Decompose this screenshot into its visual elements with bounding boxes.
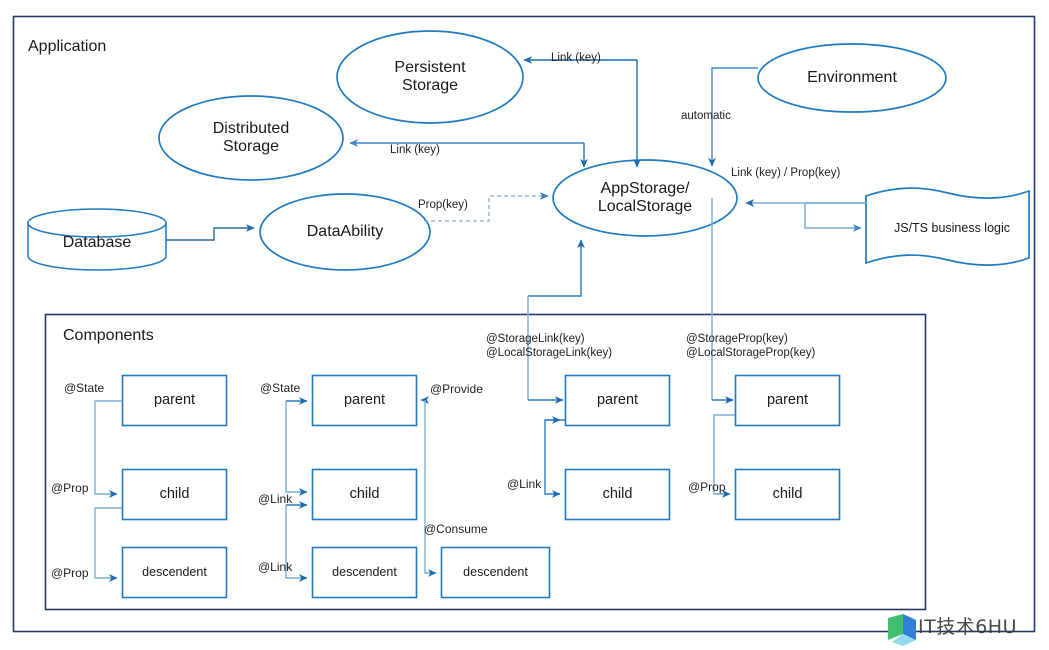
edge-label-link-key-distributed: Link (key) <box>390 144 440 156</box>
edge-col2-child-to-descendent <box>285 505 308 582</box>
environment-node <box>757 43 947 113</box>
col2-decorator-state: @State <box>260 381 301 395</box>
col1-parent-box <box>121 374 228 427</box>
col2-child-box <box>311 468 418 521</box>
business-logic-node <box>865 187 1030 266</box>
edge-database-to-dataability <box>166 224 255 241</box>
persistent-storage-node <box>336 30 524 124</box>
components-frame-title: Components <box>63 327 154 344</box>
col4-child-box <box>564 468 671 521</box>
col1-decorator-prop-descendent: @Prop <box>51 566 89 580</box>
col1-decorator-prop-child: @Prop <box>51 481 89 495</box>
col5-child-box <box>734 468 841 521</box>
edge-dataability-prop-key <box>424 192 549 222</box>
col3-descendent-box <box>440 546 551 599</box>
col2-parent-box <box>311 374 418 427</box>
edge-col5-parent-to-child <box>713 414 735 498</box>
col1-child-box <box>121 468 228 521</box>
col5-decorator-prop: @Prop <box>688 480 726 494</box>
edge-col1-child-to-descendent <box>94 507 122 582</box>
col1-decorator-state: @State <box>64 381 105 395</box>
edge-col1-parent-to-child <box>94 400 122 498</box>
edge-label-link-key-persistent: Link (key) <box>551 52 601 64</box>
edge-label-automatic: automatic <box>681 110 731 122</box>
col3-decorator-consume: @Consume <box>424 522 488 536</box>
col5-parent-box <box>734 374 841 427</box>
col1-descendent-box <box>121 546 228 599</box>
edge-label-prop-key: Prop(key) <box>418 199 468 211</box>
edge-label-storage-prop: @StorageProp(key) @LocalStorageProp(key) <box>686 333 816 359</box>
col3-decorator-provide: @Provide <box>430 382 483 396</box>
application-frame-title: Application <box>28 38 107 55</box>
col2-decorator-link-child: @Link <box>258 492 293 506</box>
flag-logo-icon <box>888 614 916 646</box>
edge-storagelink-up-to-appstorage <box>528 239 585 297</box>
col2-decorator-link-descendent: @Link <box>258 560 293 574</box>
edge-col2-parent-to-child <box>285 401 308 496</box>
data-ability-node <box>259 193 431 271</box>
database-node <box>27 208 167 271</box>
watermark: IT技术6HU <box>884 612 1017 639</box>
edge-col3-provide-to-consume <box>424 400 437 577</box>
edge-environment-automatic <box>708 67 758 167</box>
col2-descendent-box <box>311 546 418 599</box>
watermark-text: IT技术6HU <box>918 616 1017 638</box>
col4-parent-box <box>564 374 671 427</box>
edge-label-storage-link: @StorageLink(key) @LocalStorageLink(key) <box>486 333 613 359</box>
app-storage-node <box>552 159 738 237</box>
edge-label-link-prop-key: Link (key) / Prop(key) <box>731 167 841 179</box>
col4-decorator-link: @Link <box>507 477 542 491</box>
distributed-storage-node <box>158 95 344 181</box>
